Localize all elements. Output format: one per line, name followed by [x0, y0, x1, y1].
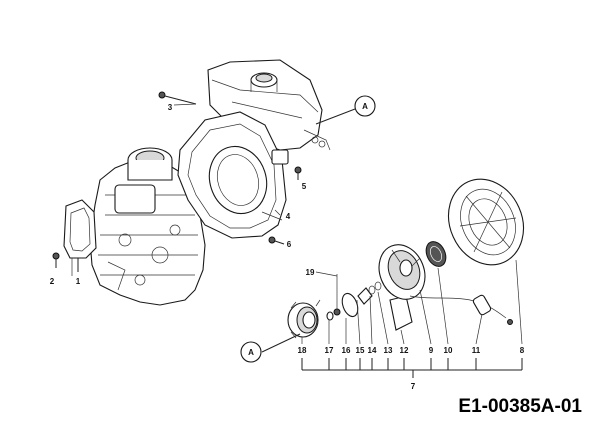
screw-5 [294, 166, 302, 180]
callout-line-bottom [261, 333, 301, 353]
label-part-8: 8 [520, 346, 525, 355]
spring-13 [368, 285, 376, 295]
callout-a-top [354, 95, 376, 117]
starter-pulley-18 [287, 299, 321, 339]
label-part-3: 3 [168, 103, 173, 112]
label-part-16: 16 [342, 346, 351, 355]
engine-block [89, 147, 206, 306]
diagram-code: E1-00385A-01 [458, 396, 582, 417]
gasket-plate [63, 199, 97, 272]
label-part-4: 4 [286, 212, 291, 221]
assembly-bracket [301, 358, 523, 378]
screw-2 [52, 252, 60, 268]
label-part-18: 18 [298, 346, 307, 355]
fan-housing [177, 111, 289, 239]
starter-cover-8 [448, 178, 524, 266]
spiral-spring-10 [425, 241, 447, 267]
label-part-6: 6 [287, 240, 292, 249]
rope-reel-9 [378, 244, 426, 300]
label-part-14: 14 [368, 346, 377, 355]
label-part-19: 19 [306, 268, 315, 277]
callout-a-top-label: A [362, 102, 368, 111]
guide-12 [389, 295, 413, 331]
label-part-9: 9 [429, 346, 434, 355]
label-part-15: 15 [356, 346, 365, 355]
starter-rope [409, 295, 507, 319]
label-part-13: 13 [384, 346, 393, 355]
pawl-14 [357, 287, 373, 305]
handle-11 [472, 294, 492, 316]
callout-a-bottom [240, 341, 262, 363]
label-part-12: 12 [400, 346, 409, 355]
label-part-11: 11 [472, 346, 481, 355]
callout-a-bottom-label: A [248, 348, 254, 357]
callout-line-top [315, 108, 356, 125]
pawl-plate-15 [341, 292, 359, 318]
label-part-1: 1 [76, 277, 81, 286]
label-part-7: 7 [411, 382, 416, 391]
label-part-10: 10 [444, 346, 453, 355]
leader-lines [71, 103, 523, 345]
label-part-2: 2 [50, 277, 55, 286]
washer-17 [326, 311, 334, 321]
screw-6 [268, 236, 285, 245]
label-part-17: 17 [325, 346, 334, 355]
label-part-5: 5 [302, 182, 307, 191]
bolt-3 [158, 91, 197, 105]
